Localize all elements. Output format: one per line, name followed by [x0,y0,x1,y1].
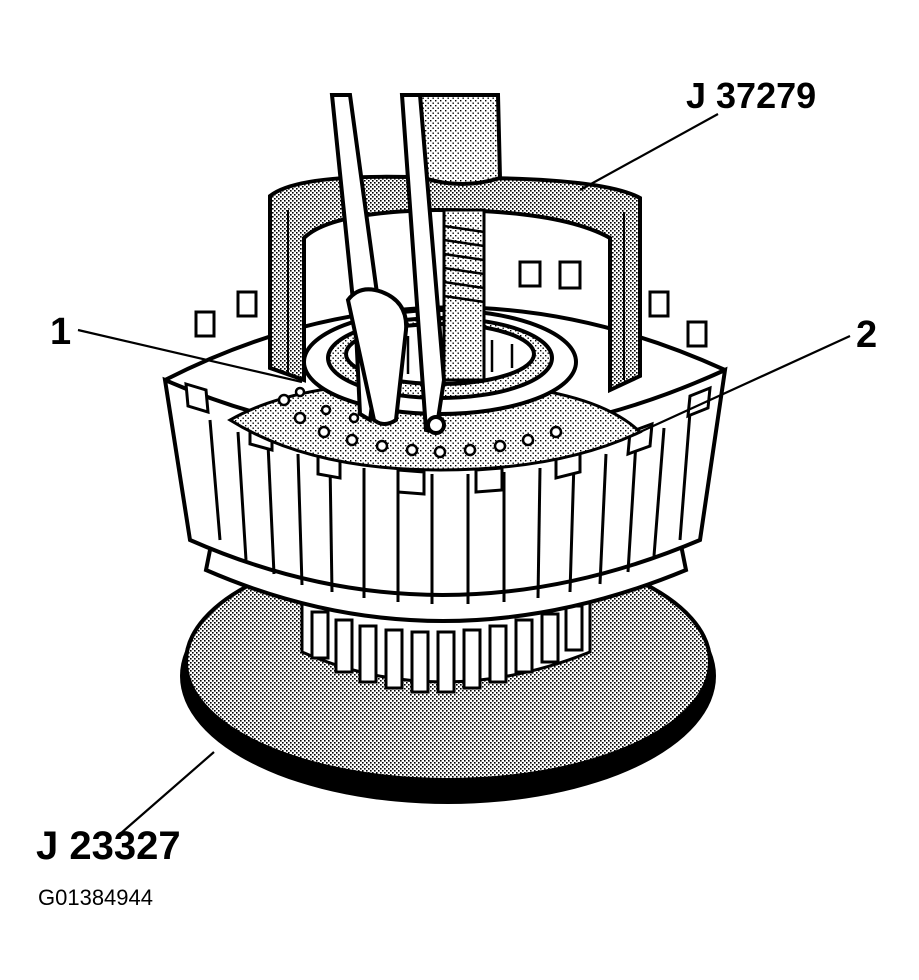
callout-part-1: 1 [50,311,72,353]
callout-tool-j37279: J 37279 [686,75,817,116]
callout-part-2: 2 [856,314,878,356]
leader-2 [639,334,851,434]
leader-j37279 [579,113,719,191]
figure-id: G01384944 [38,885,153,910]
leader-j23327 [119,751,215,835]
callout-tool-j23327: J 23327 [36,824,181,868]
leader-1 [77,328,303,384]
snap-ring-pliers [329,93,447,435]
screw-handle [417,93,503,186]
leader-lines [77,113,851,835]
threaded-screw [442,208,486,382]
